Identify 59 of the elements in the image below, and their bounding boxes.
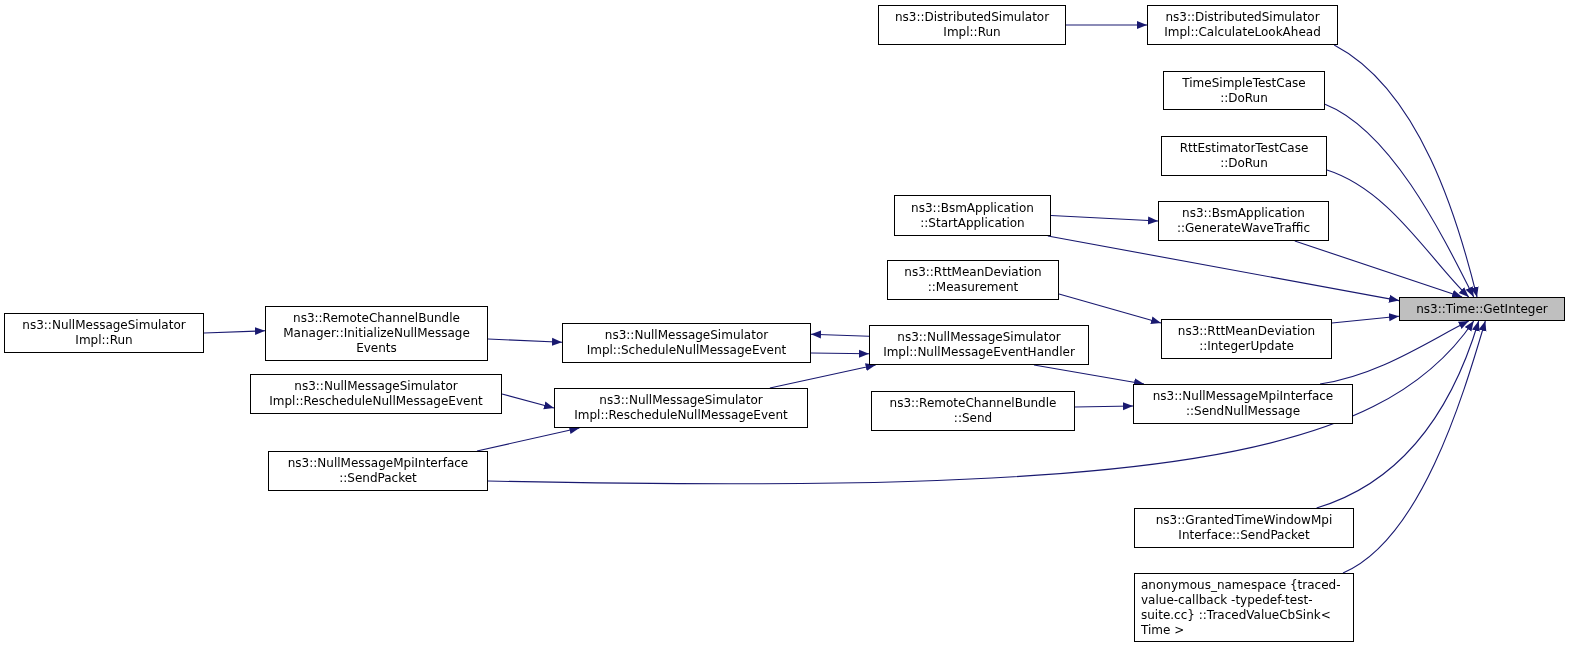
function-box xyxy=(878,5,1066,45)
function-box xyxy=(1161,136,1327,176)
arrow xyxy=(1316,320,1480,509)
arrow xyxy=(1324,103,1475,298)
arrow xyxy=(1065,21,1148,29)
function-box xyxy=(250,374,502,414)
arrow xyxy=(1342,320,1487,574)
function-name: ns3::GrantedTimeWindowMpi Interface::SendPacket xyxy=(1154,513,1334,543)
function-box xyxy=(894,195,1051,236)
function-box xyxy=(1134,508,1354,548)
function-name: ns3::RemoteChannelBundle Manager::InitializeNullMessage Events xyxy=(282,311,471,356)
arrow xyxy=(487,320,1475,485)
function-name: ns3::DistributedSimulator Impl::Run xyxy=(893,10,1051,40)
arrow xyxy=(1326,169,1470,298)
function-name: ns3::NullMessageMpiInterface ::SendNullMessage xyxy=(1151,389,1335,419)
arrow xyxy=(1294,240,1463,298)
arrow xyxy=(1050,214,1159,225)
function-name: ns3::NullMessageSimulator Impl::RescheduleNullMessageEvent xyxy=(268,379,484,409)
function-name: ns3::NullMessageSimulator Impl::RescheduleNullMessageEvent xyxy=(573,393,789,423)
function-name: ns3::NullMessageSimulator Impl::NullMessageEventHandler xyxy=(882,330,1076,360)
arrow xyxy=(810,330,870,339)
function-box xyxy=(1399,297,1565,321)
function-box xyxy=(1134,573,1354,642)
function-name: ns3::NullMessageSimulator Impl::ScheduleNullMessageEvent xyxy=(585,328,788,358)
function-name: anonymous_namespace {traced-value-callback -typedef-test-suite.cc} ::TracedValueCbSink< Time > xyxy=(1141,577,1342,638)
function-box xyxy=(562,323,811,363)
arrow xyxy=(810,349,870,358)
function-name: ns3::Time::GetInteger xyxy=(1416,301,1548,317)
function-name: ns3::BsmApplication ::GenerateWaveTraffic xyxy=(1175,206,1312,236)
function-box xyxy=(1161,319,1332,359)
arrow xyxy=(203,327,266,336)
function-box xyxy=(4,313,204,353)
function-name: ns3::DistributedSimulator Impl::CalculateLookAhead xyxy=(1163,10,1322,40)
function-box xyxy=(1158,201,1329,241)
function-name: ns3::NullMessageMpiInterface ::SendPacket xyxy=(286,456,470,486)
arrow xyxy=(1331,313,1400,324)
function-box xyxy=(554,388,808,428)
function-name: ns3::RttMeanDeviation ::Measurement xyxy=(903,265,1043,295)
function-name: ns3::NullMessageSimulator Impl::Run xyxy=(21,318,187,348)
function-name: ns3::BsmApplication ::StartApplication xyxy=(910,200,1035,231)
arrow xyxy=(487,337,563,346)
function-name: ns3::RttMeanDeviation ::IntegerUpdate xyxy=(1176,324,1317,354)
arrow xyxy=(501,393,555,410)
arrow xyxy=(1074,402,1134,411)
function-box xyxy=(268,451,488,491)
function-name: TimeSimpleTestCase ::DoRun xyxy=(1181,75,1307,106)
function-box xyxy=(265,306,488,361)
arrow xyxy=(476,426,580,452)
arrow xyxy=(769,363,877,389)
function-name: RttEstimatorTestCase ::DoRun xyxy=(1178,141,1310,171)
function-box xyxy=(887,260,1059,300)
function-box xyxy=(869,325,1089,365)
function-name: ns3::RemoteChannelBundle ::Send xyxy=(888,396,1058,426)
function-box xyxy=(871,391,1075,431)
arrow xyxy=(1333,44,1479,298)
arrow xyxy=(1058,293,1162,325)
function-box xyxy=(1163,71,1325,110)
function-box xyxy=(1133,384,1353,424)
function-box xyxy=(1147,5,1338,45)
